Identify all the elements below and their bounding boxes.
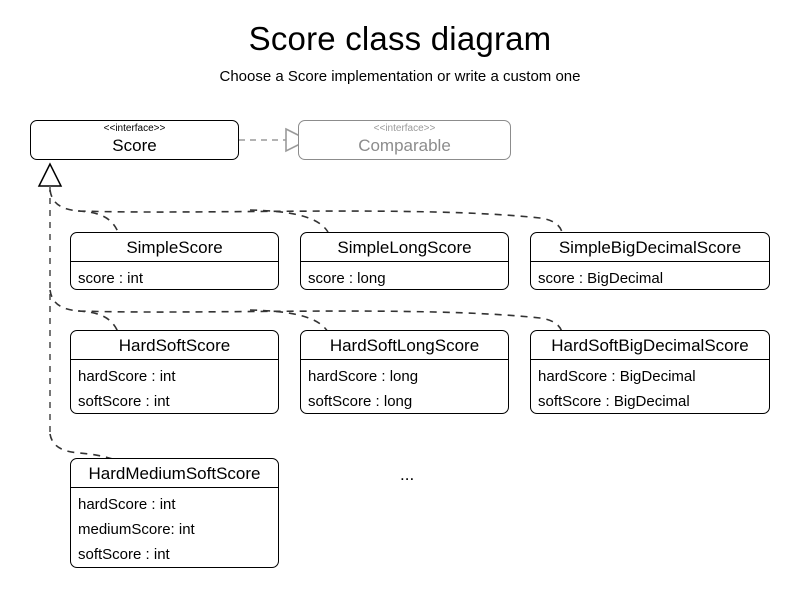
realization-score-to-comparable: [239, 127, 310, 153]
realization-edges-row2: [49, 289, 563, 333]
class-header: HardSoftScore: [71, 331, 278, 360]
attribute-row: softScore : BigDecimal: [538, 393, 690, 410]
class-attributes: score : BigDecimal: [531, 262, 769, 289]
page-title: Score class diagram: [248, 20, 552, 57]
class-header: HardMediumSoftScore: [71, 459, 278, 488]
attribute-row: hardScore : int: [78, 368, 176, 385]
more-classes-ellipsis: ...: [400, 465, 415, 484]
class-box-hard-soft-big-decimal-score[interactable]: HardSoftBigDecimalScore hardScore : BigD…: [530, 330, 770, 414]
interface-header-comparable: <<interface>> Comparable: [299, 121, 510, 156]
class-attributes: hardScore : int mediumScore: int softSco…: [71, 488, 278, 567]
class-header: HardSoftBigDecimalScore: [531, 331, 769, 360]
attribute-row: mediumScore: int: [78, 521, 195, 538]
hollow-triangle-arrowhead: [285, 127, 310, 153]
class-name-label: SimpleScore: [126, 238, 223, 257]
interface-name: Score: [112, 136, 157, 155]
class-box-hard-medium-soft-score[interactable]: HardMediumSoftScore hardScore : int medi…: [70, 458, 279, 568]
class-name-label: HardSoftScore: [118, 336, 231, 355]
class-name-label: HardSoftLongScore: [329, 336, 480, 355]
interface-name: Comparable: [358, 136, 451, 155]
class-header: SimpleScore: [71, 233, 278, 262]
class-attributes: hardScore : int softScore : int: [71, 360, 278, 413]
generalization-triangle: [37, 162, 63, 187]
realization-edges-row1: [49, 189, 563, 233]
stereotype-label: <<interface>>: [373, 123, 436, 134]
interface-header-score: <<interface>> Score: [31, 121, 238, 156]
class-box-simple-long-score[interactable]: SimpleLongScore score : long: [300, 232, 509, 290]
class-header: SimpleBigDecimalScore: [531, 233, 769, 262]
class-box-simple-score[interactable]: SimpleScore score : int: [70, 232, 279, 290]
interface-box-comparable[interactable]: <<interface>> Comparable: [298, 120, 511, 160]
page-subtitle: Choose a Score implementation or write a…: [219, 68, 581, 85]
stereotype-label: <<interface>>: [103, 123, 166, 134]
attribute-row: score : BigDecimal: [538, 270, 664, 287]
attribute-row: softScore : int: [78, 393, 170, 410]
class-box-simple-big-decimal-score[interactable]: SimpleBigDecimalScore score : BigDecimal: [530, 232, 770, 290]
class-box-hard-soft-score[interactable]: HardSoftScore hardScore : int softScore …: [70, 330, 279, 414]
class-name-label: HardSoftBigDecimalScore: [551, 336, 749, 355]
class-name-label: HardMediumSoftScore: [88, 464, 261, 483]
class-header: SimpleLongScore: [301, 233, 508, 262]
attribute-row: score : long: [308, 270, 386, 287]
class-attributes: hardScore : BigDecimal softScore : BigDe…: [531, 360, 769, 413]
interface-box-score[interactable]: <<interface>> Score: [30, 120, 239, 160]
class-box-hard-soft-long-score[interactable]: HardSoftLongScore hardScore : long softS…: [300, 330, 509, 414]
class-attributes: score : int: [71, 262, 278, 289]
class-name-label: SimpleLongScore: [337, 238, 472, 257]
attribute-row: softScore : int: [78, 546, 170, 563]
attribute-row: hardScore : long: [308, 368, 419, 385]
class-attributes: score : long: [301, 262, 508, 289]
attribute-row: score : int: [78, 270, 144, 287]
class-attributes: hardScore : long softScore : long: [301, 360, 508, 413]
attribute-row: hardScore : BigDecimal: [538, 368, 696, 385]
class-header: HardSoftLongScore: [301, 331, 508, 360]
class-name-label: SimpleBigDecimalScore: [558, 238, 742, 257]
attribute-row: hardScore : int: [78, 496, 176, 513]
attribute-row: softScore : long: [308, 393, 413, 410]
